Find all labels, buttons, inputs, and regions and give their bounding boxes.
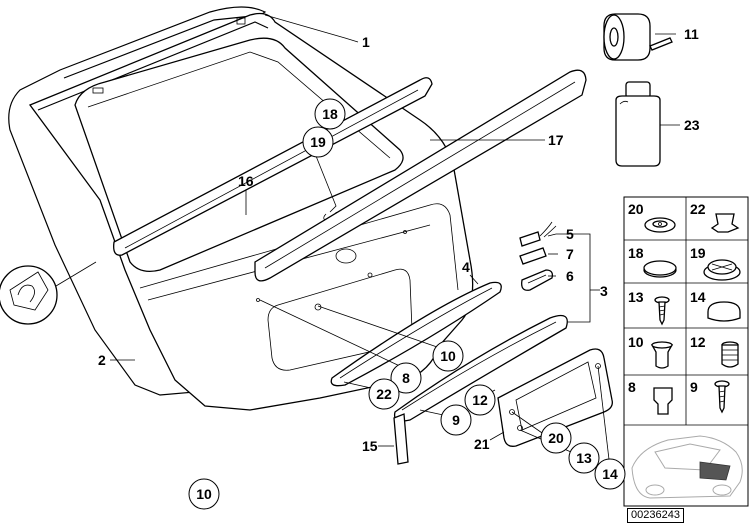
callout-23: 23: [684, 117, 700, 133]
callout-11: 11: [684, 26, 699, 42]
rear-window-glass: [74, 37, 404, 273]
trim-strip-3: [393, 314, 568, 422]
svg-text:8: 8: [402, 370, 410, 386]
svg-text:13: 13: [576, 450, 592, 466]
circled-callout-10: 10: [432, 340, 464, 372]
circled-callout-10-bottom: 10: [188, 478, 220, 510]
circled-callout-18: 18: [314, 98, 346, 130]
callout-3: 3: [600, 283, 608, 299]
callout-21: 21: [474, 436, 490, 452]
hw-label-22: 22: [690, 201, 706, 217]
svg-text:19: 19: [310, 134, 326, 150]
hw-label-9: 9: [690, 379, 698, 395]
hardware-panel: [623, 196, 749, 507]
hw-label-13: 13: [628, 289, 644, 305]
adhesive-bottle: [615, 81, 661, 167]
seal-detail-view: [0, 265, 58, 325]
circled-callout-14: 14: [594, 458, 626, 490]
hw-label-19: 19: [690, 245, 706, 261]
svg-text:10: 10: [440, 348, 456, 364]
small-strip-15: [393, 413, 409, 465]
svg-text:20: 20: [548, 430, 564, 446]
vehicle-location-sketch: [631, 435, 743, 499]
hw-label-18: 18: [628, 245, 644, 261]
license-lamp-part-5: [519, 221, 557, 247]
circled-callout-22: 22: [368, 378, 400, 410]
trim-strip-4: [330, 281, 502, 387]
circled-callout-13: 13: [568, 442, 600, 474]
callout-2: 2: [98, 352, 106, 368]
hw-label-14: 14: [690, 289, 706, 305]
callout-15: 15: [362, 438, 378, 454]
callout-17: 17: [548, 132, 564, 148]
hw-label-10: 10: [628, 334, 644, 350]
callout-16: 16: [238, 173, 254, 189]
license-lamp-part-7: [519, 247, 547, 265]
circled-callout-19: 19: [302, 126, 334, 158]
circled-callout-8: 8: [390, 362, 422, 394]
adhesive-tape-roll: [603, 13, 673, 61]
svg-text:9: 9: [452, 412, 460, 428]
svg-text:18: 18: [322, 106, 338, 122]
svg-text:14: 14: [602, 466, 618, 482]
hw-label-8: 8: [628, 379, 636, 395]
callout-4: 4: [462, 259, 470, 275]
hw-label-20: 20: [628, 201, 644, 217]
callout-7: 7: [566, 246, 574, 262]
circled-callout-12: 12: [464, 384, 496, 416]
hw-label-12: 12: [690, 334, 706, 350]
callout-6: 6: [566, 268, 574, 284]
circled-callout-20: 20: [540, 422, 572, 454]
callout-1: 1: [362, 34, 370, 50]
svg-text:10: 10: [196, 486, 212, 502]
circled-callout-9: 9: [440, 404, 472, 436]
rear-spoiler: [254, 69, 587, 282]
svg-text:12: 12: [472, 392, 488, 408]
svg-text:22: 22: [376, 386, 392, 402]
document-id: 00236243: [627, 508, 684, 523]
callout-5: 5: [566, 226, 574, 242]
license-lamp-part-6: [521, 269, 554, 291]
